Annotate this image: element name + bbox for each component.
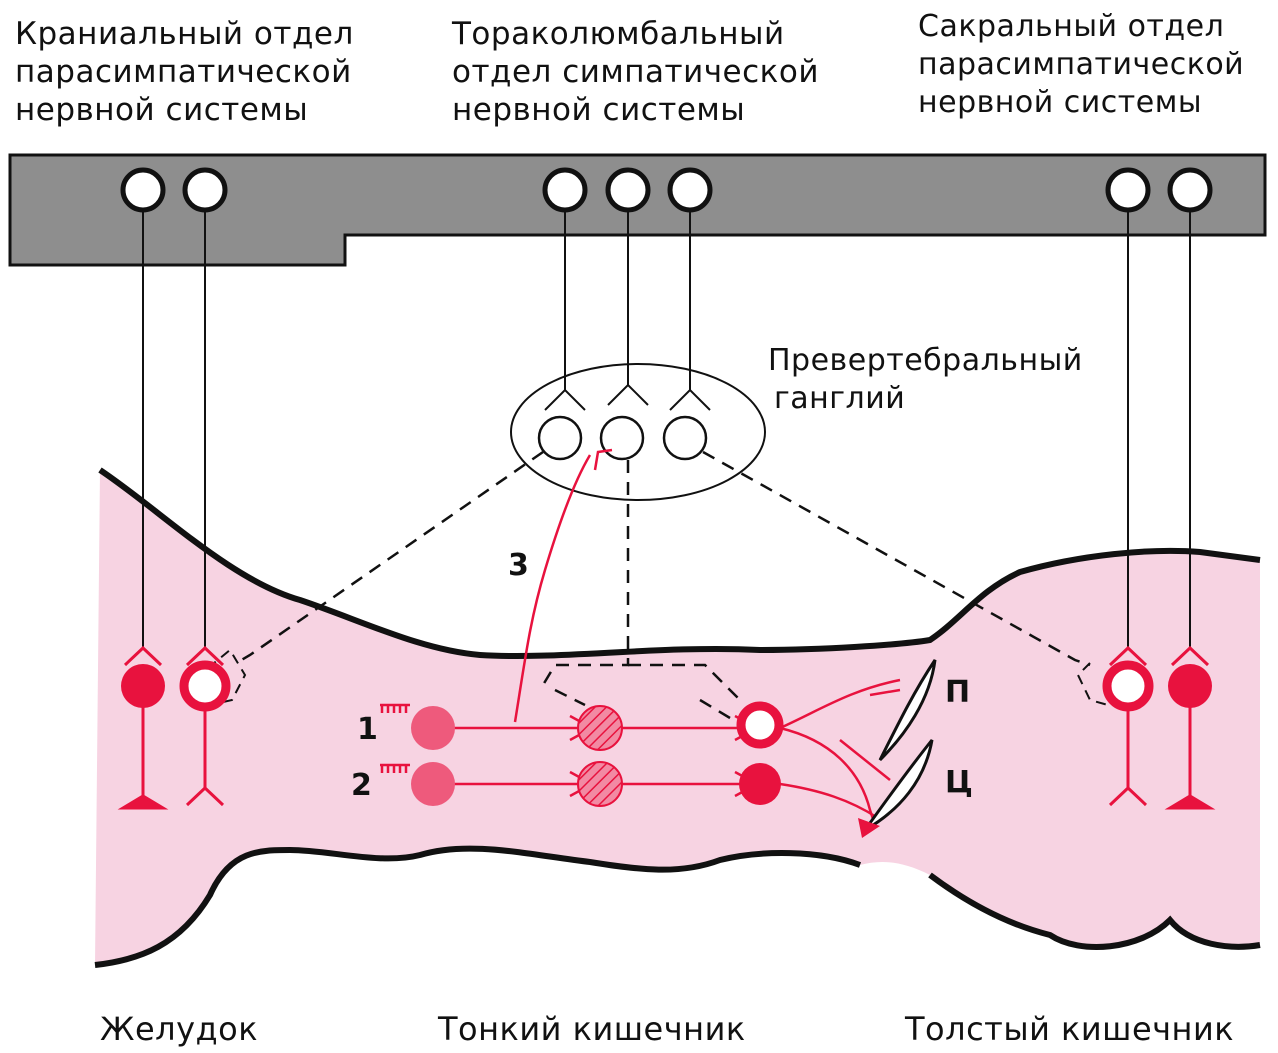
marker-ts: Ц [945,765,973,800]
header-sacral-line-1: Сакральный отдел [918,8,1244,46]
stomach-neuron-ring [184,665,226,707]
large-intestine-neuron-solid [1168,664,1212,708]
organ-stomach: Желудок [100,1010,258,1048]
header-sacral-line-3: нервной системы [918,84,1244,122]
gut-tube [95,470,1260,965]
header-thoracolumbar-line-2: отдел симпатической [452,53,819,91]
header-cranial: Краниальный отдел парасимпатической нерв… [15,15,354,129]
organ-small-intestine: Тонкий кишечник [438,1010,746,1048]
header-thoracolumbar: Тораколюмбальный отдел симпатической нер… [452,15,819,129]
large-intestine-neuron-ring [1107,665,1149,707]
marker-1: 1 [357,712,378,747]
motor-neuron-solid [739,763,781,805]
header-sacral: Сакральный отдел парасимпатической нервн… [918,8,1244,122]
ganglion-neurons [539,417,706,459]
marker-p: П [945,675,970,710]
marker-3: 3 [508,548,529,583]
header-cranial-line-3: нервной системы [15,91,354,129]
marker-2: 2 [351,768,372,803]
organ-large-intestine: Толстый кишечник [905,1010,1234,1048]
ganglion-label-line-1: Превертебральный [768,342,1083,380]
ganglion-synapses [545,385,710,410]
ganglion-label: Превертебральный ганглий [768,342,1083,418]
header-thoracolumbar-line-3: нервной системы [452,91,819,129]
stomach-neuron-solid [121,664,165,708]
motor-neuron-ring [741,706,779,744]
header-cranial-line-2: парасимпатической [15,53,354,91]
header-cranial-line-1: Краниальный отдел [15,15,354,53]
header-sacral-line-2: парасимпатической [918,46,1244,84]
header-thoracolumbar-line-1: Тораколюмбальный [452,15,819,53]
ganglion-label-line-2: ганглий [768,380,1083,418]
